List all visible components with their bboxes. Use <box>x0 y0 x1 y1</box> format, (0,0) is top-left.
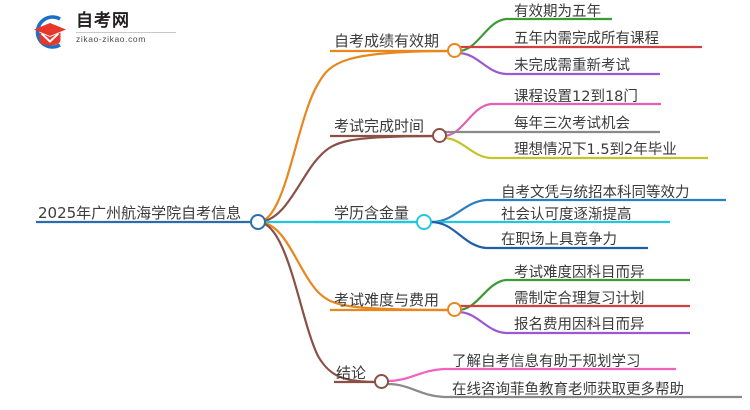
mindmap-branch-label-2[interactable]: 考试完成时间 <box>334 117 425 135</box>
mindmap-branch-label-1[interactable]: 自考成绩有效期 <box>334 32 440 50</box>
wire-branch5-child1 <box>387 367 676 383</box>
mindmap-leaf-label-5-1[interactable]: 了解自考信息有助于规划学习 <box>452 354 641 370</box>
branch-node-ring-5[interactable] <box>374 374 389 389</box>
logo-domain: zikao-zikao.com <box>76 34 146 44</box>
mindmap-leaf-label-3-2[interactable]: 社会认可度逐渐提高 <box>501 207 632 223</box>
mindmap-leaf-label-2-1[interactable]: 课程设置12到18门 <box>514 89 638 105</box>
mindmap-leaf-label-4-2[interactable]: 需制定合理复习计划 <box>514 291 645 307</box>
site-logo[interactable]: 自考网 zikao-zikao.com <box>28 10 178 54</box>
wire-branch2-child3 <box>442 136 708 160</box>
graduation-cap-logo-icon <box>34 15 66 49</box>
mindmap-leaf-label-5-2[interactable]: 在线咨询菲鱼教育老师获取更多帮助 <box>452 382 684 398</box>
wire-root-to-branch-4 <box>257 220 453 312</box>
logo-text-block: 自考网 zikao-zikao.com <box>76 11 176 44</box>
wire-branch3-child3 <box>430 220 648 250</box>
mindmap-leaf-label-2-2[interactable]: 每年三次考试机会 <box>514 116 630 132</box>
wire-root-to-branch-2 <box>257 134 438 224</box>
wire-branch1-child3 <box>457 51 660 76</box>
wire-branch1-child1 <box>457 17 612 53</box>
mindmap-leaf-label-1-2[interactable]: 五年内需完成所有课程 <box>514 31 659 47</box>
root-node-ring[interactable] <box>250 214 266 230</box>
mindmap-leaf-label-4-3[interactable]: 报名费用因科目而异 <box>514 317 645 333</box>
mindmap-leaf-label-3-1[interactable]: 自考文凭与统招本科同等效力 <box>501 185 690 201</box>
wire-branch4-child3 <box>457 310 690 335</box>
mindmap-leaf-label-3-3[interactable]: 在职场上具竞争力 <box>501 232 617 248</box>
branch-node-ring-3[interactable] <box>416 214 432 230</box>
branch-node-ring-4[interactable] <box>447 302 462 317</box>
mindmap-leaf-label-4-1[interactable]: 考试难度因科目而异 <box>514 265 645 281</box>
wire-branch5-child2 <box>387 382 742 399</box>
branch-node-ring-1[interactable] <box>447 43 462 58</box>
logo-divider <box>76 32 176 33</box>
wire-root-to-branch-5 <box>257 220 380 384</box>
wire-branch2-child1 <box>442 102 661 138</box>
wire-root-to-branch-1 <box>257 49 453 224</box>
wire-branch4-child1 <box>457 278 690 312</box>
mindmap-branch-label-3[interactable]: 学历含金量 <box>334 204 410 222</box>
mindmap-leaf-label-1-1[interactable]: 有效期为五年 <box>514 4 601 20</box>
mindmap-branch-label-4[interactable]: 考试难度与费用 <box>334 291 440 309</box>
mindmap-branch-label-5[interactable]: 结论 <box>336 364 367 382</box>
mindmap-leaf-label-1-3[interactable]: 未完成需重新考试 <box>514 58 630 74</box>
mindmap-leaf-label-2-3[interactable]: 理想情况下1.5到2年毕业 <box>514 142 677 158</box>
logo-name: 自考网 <box>76 11 130 31</box>
branch-node-ring-2[interactable] <box>432 128 447 143</box>
mindmap-root-label[interactable]: 2025年广州航海学院自考信息 <box>38 204 242 222</box>
